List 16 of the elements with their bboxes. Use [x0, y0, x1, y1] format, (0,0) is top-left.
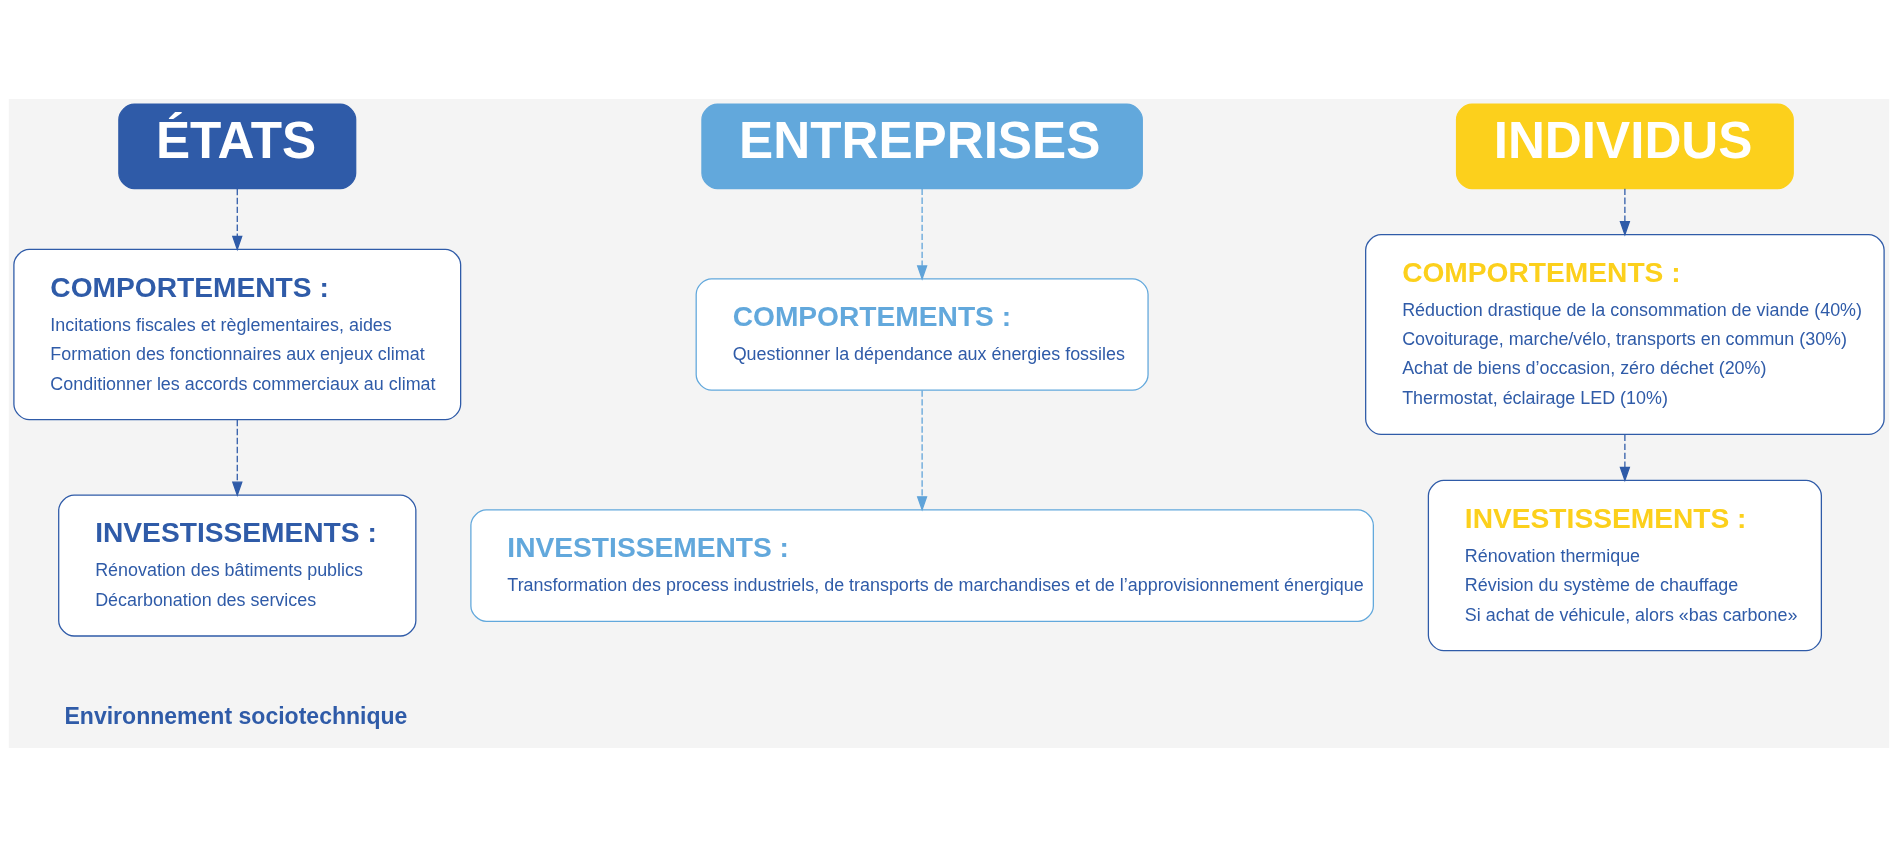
- node-box: INVESTISSEMENTS : Rénovation des bâtiments publics Décarbonation des services: [58, 494, 417, 637]
- node-box: COMPORTEMENTS : Incitations fiscales et règlementaires, aides Formation des fonctionnaires aux enjeux climat Conditionner les accords commerciaux au climat: [13, 248, 462, 421]
- node-box: INDIVIDUS: [1455, 103, 1794, 190]
- arrow: [916, 188, 928, 281]
- node-box: INVESTISSEMENTS : Rénovation thermique Révision du système de chauffage Si achat de véhicule, alors «bas carbone»: [1427, 479, 1822, 652]
- node-box: ENTREPRISES: [701, 103, 1143, 190]
- arrow: [1619, 434, 1631, 483]
- node-box: COMPORTEMENTS : Réduction drastique de la consommation de viande (40%) Covoiturage, marche/vélo, transports en commun (30%) Achat de biens d’occasion, zéro déchet (20%) Thermostat, éclairage LED (10%): [1365, 234, 1885, 435]
- arrow: [231, 188, 243, 252]
- node-box: INVESTISSEMENTS : Transformation des process industriels, de transports de marchandises et de l’approvisionnement énergique: [470, 509, 1374, 622]
- arrow: [1619, 188, 1631, 237]
- node-box: ÉTATS: [118, 103, 357, 190]
- arrow: [231, 419, 243, 497]
- node-box: COMPORTEMENTS : Questionner la dépendance aux énergies fossiles: [695, 278, 1149, 391]
- label: Environnement sociotechnique: [64, 703, 408, 730]
- arrow: [916, 389, 928, 512]
